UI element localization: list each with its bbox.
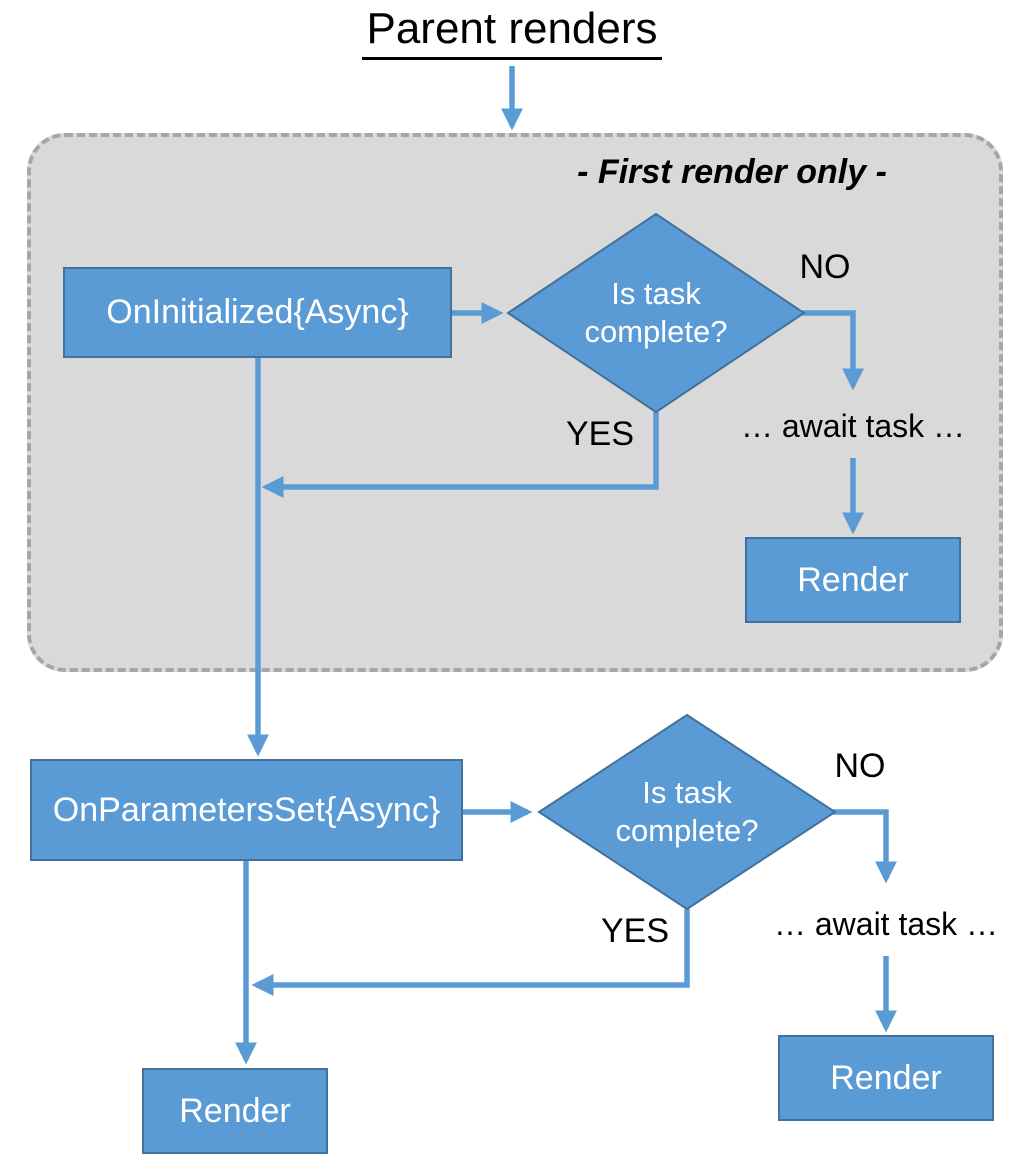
await-task-label-1: … await task … [740, 408, 966, 444]
await-task-label-2: … await task … [773, 906, 999, 942]
yes-label-1: YES [565, 415, 635, 453]
no-label-1: NO [799, 248, 851, 286]
node-oninitialized: OnInitialized{Async} [63, 267, 452, 358]
page-title-text: Parent renders [362, 4, 662, 60]
edge-decision2-no [833, 809, 897, 884]
node-render-final: Render [142, 1068, 328, 1154]
page-title: Parent renders [262, 4, 762, 60]
decision-2-label: Is task complete? [615, 775, 759, 848]
node-render-1: Render [745, 537, 961, 623]
decision-1-label: Is task complete? [584, 276, 728, 349]
node-onparametersset: OnParametersSet{Async} [30, 759, 463, 861]
node-render-2: Render [778, 1035, 994, 1121]
no-label-2: NO [834, 747, 886, 785]
yes-label-2: YES [600, 912, 670, 950]
first-render-only-label: - First render only - [577, 153, 887, 191]
